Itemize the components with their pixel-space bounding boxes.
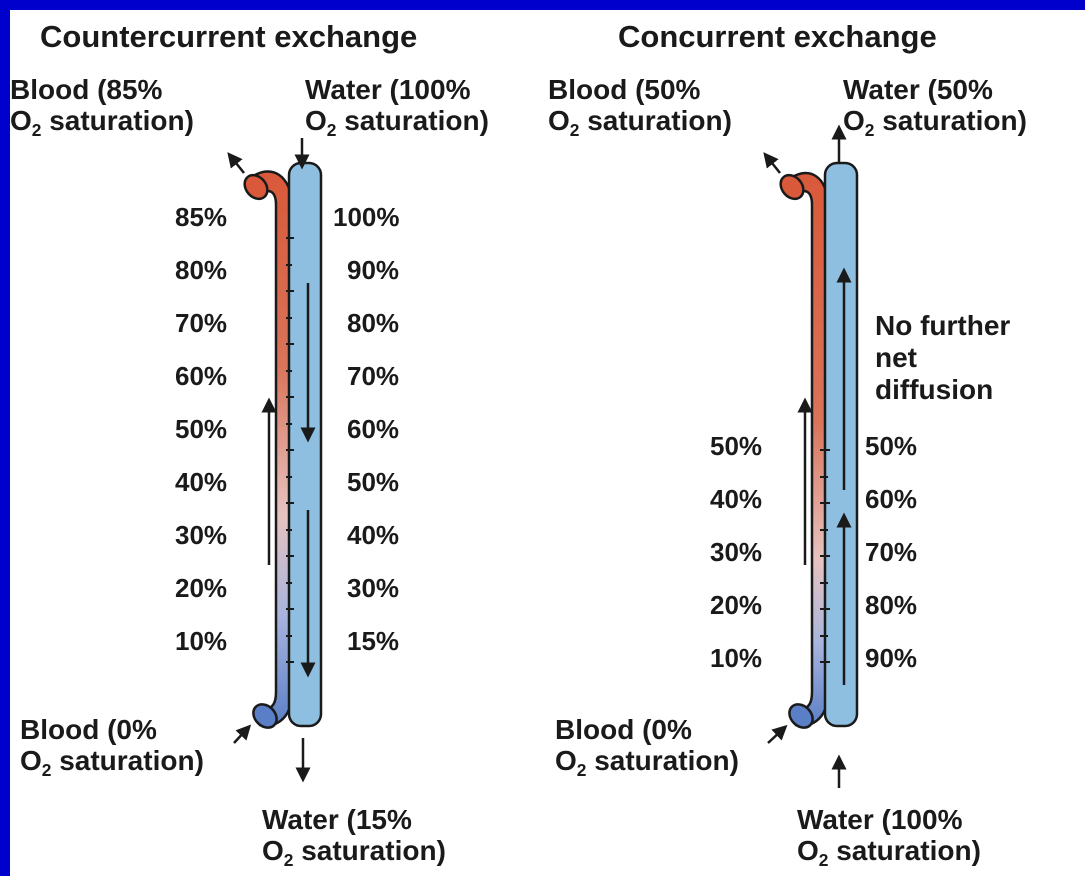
- concurrent-water-level: 90%: [865, 643, 918, 673]
- concurrent-flow-arrows: [763, 124, 852, 788]
- diagram-drawing: [227, 124, 859, 788]
- countercurrent-water-channel: [287, 161, 323, 728]
- countercurrent-blood-level: 50%: [175, 414, 228, 444]
- countercurrent-water-level: 15%: [347, 626, 400, 656]
- concurrent-water-level: 80%: [865, 590, 918, 620]
- countercurrent-water-level: 40%: [347, 520, 400, 550]
- countercurrent-water-level: 30%: [347, 573, 400, 603]
- countercurrent-title: Countercurrent exchange: [40, 19, 418, 54]
- concurrent-blood-level: 40%: [710, 484, 763, 514]
- countercurrent-blood-vessel: [243, 170, 294, 729]
- countercurrent-flow-arrows: [227, 138, 316, 783]
- countercurrent-blood-level: 40%: [175, 467, 228, 497]
- countercurrent-membrane-ticks: [286, 237, 294, 663]
- countercurrent-water-level: 80%: [347, 308, 400, 338]
- concurrent-water-level: 60%: [865, 484, 918, 514]
- countercurrent-water-level: 90%: [347, 255, 400, 285]
- countercurrent-water-level: 60%: [347, 414, 400, 444]
- concurrent-blood-level: 50%: [710, 431, 763, 461]
- concurrent-blood-level: 20%: [710, 590, 763, 620]
- countercurrent-blood-level: 30%: [175, 520, 228, 550]
- countercurrent-water-out-label: Water (15% O2 saturation): [262, 804, 446, 870]
- concurrent-water-in-label: Water (100% O2 saturation): [797, 804, 981, 870]
- concurrent-water-level: 50%: [865, 431, 918, 461]
- diagram-frame: Countercurrent exchange Concurrent excha…: [10, 10, 1085, 876]
- concurrent-equilibrium-note: No further net diffusion: [875, 310, 1011, 406]
- concurrent-blood-out-label: Blood (50% O2 saturation): [548, 74, 732, 140]
- countercurrent-blood-level: 80%: [175, 255, 228, 285]
- countercurrent-blood-level: 85%: [175, 202, 228, 232]
- concurrent-blood-in-label: Blood (0% O2 saturation): [555, 714, 739, 780]
- concurrent-water-out-label: Water (50% O2 saturation): [843, 74, 1027, 140]
- concurrent-blood-level: 10%: [710, 643, 763, 673]
- concurrent-water-level: 70%: [865, 537, 918, 567]
- countercurrent-blood-level: 10%: [175, 626, 228, 656]
- concurrent-blood-level: 30%: [710, 537, 763, 567]
- countercurrent-blood-out-label: Blood (85% O2 saturation): [10, 74, 194, 140]
- concurrent-water-channel: [823, 161, 859, 728]
- countercurrent-blood-level: 20%: [175, 573, 228, 603]
- countercurrent-water-level: 70%: [347, 361, 400, 391]
- countercurrent-blood-level: 60%: [175, 361, 228, 391]
- countercurrent-water-in-label: Water (100% O2 saturation): [305, 74, 489, 140]
- countercurrent-blood-in-label: Blood (0% O2 saturation): [20, 714, 204, 780]
- countercurrent-blood-level: 70%: [175, 308, 228, 338]
- concurrent-membrane-ticks: [820, 449, 830, 663]
- concurrent-title: Concurrent exchange: [618, 19, 937, 54]
- countercurrent-water-level: 50%: [347, 467, 400, 497]
- concurrent-blood-vessel: [779, 171, 830, 729]
- countercurrent-water-level: 100%: [333, 202, 400, 232]
